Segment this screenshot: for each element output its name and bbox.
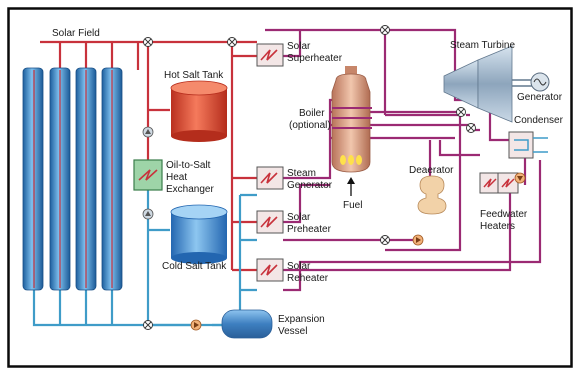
solar-reheater-exchanger bbox=[256, 258, 284, 282]
label-cold-salt-tank: Cold Salt Tank bbox=[162, 261, 227, 272]
pump-icon bbox=[412, 234, 424, 246]
pump-icon bbox=[142, 126, 154, 138]
collector bbox=[49, 67, 71, 291]
steam-turbine bbox=[443, 45, 534, 123]
valve-icon bbox=[143, 37, 153, 47]
outer-border bbox=[7, 7, 573, 368]
label-solar-preheater-1: Solar bbox=[287, 212, 311, 223]
hot-salt-tank bbox=[170, 80, 228, 142]
label-fuel: Fuel bbox=[343, 200, 362, 211]
label-solar-superheater-2: Superheater bbox=[287, 53, 343, 64]
label-oil-to-salt-2: Heat bbox=[166, 172, 187, 183]
deaerator bbox=[417, 175, 447, 215]
collector bbox=[22, 67, 44, 291]
label-generator: Generator bbox=[517, 92, 563, 103]
label-condenser: Condenser bbox=[514, 115, 564, 126]
valve-icon bbox=[380, 25, 390, 35]
oil-to-salt-heat-exchanger bbox=[133, 159, 163, 191]
steam-generator-exchanger bbox=[256, 166, 284, 190]
boiler bbox=[331, 66, 372, 196]
pump-icons bbox=[190, 172, 526, 331]
pump-icon bbox=[190, 319, 202, 331]
valve-icon bbox=[466, 123, 476, 133]
cold-oil-pipes bbox=[32, 190, 257, 327]
label-hot-salt-tank: Hot Salt Tank bbox=[164, 70, 224, 81]
label-solar-superheater-1: Solar bbox=[287, 41, 311, 52]
label-boiler-1: Boiler bbox=[299, 108, 325, 119]
label-oil-to-salt-1: Oil-to-Salt bbox=[166, 160, 211, 171]
pump-icon bbox=[514, 172, 526, 184]
expansion-vessel bbox=[221, 309, 273, 339]
steam-water-pipes bbox=[265, 28, 542, 292]
valve-icon bbox=[456, 107, 466, 117]
condenser bbox=[508, 131, 548, 159]
labels: Solar Field Hot Salt Tank Cold Salt Tank… bbox=[52, 28, 564, 337]
valve-icon bbox=[380, 235, 390, 245]
label-feedwater-1: Feedwater bbox=[480, 209, 528, 220]
cold-salt-tank bbox=[170, 204, 228, 264]
solar-preheater-exchanger bbox=[256, 210, 284, 234]
flame-icon bbox=[340, 155, 362, 165]
label-deaerator: Deaerator bbox=[409, 165, 454, 176]
valve-icons bbox=[143, 25, 476, 330]
valve-icon bbox=[143, 320, 153, 330]
pump-icon bbox=[142, 208, 154, 220]
generator-icon bbox=[530, 72, 550, 92]
label-steam-generator-2: Generator bbox=[287, 180, 333, 191]
valve-icon bbox=[227, 37, 237, 47]
label-solar-field: Solar Field bbox=[52, 28, 100, 39]
solar-collectors bbox=[22, 67, 123, 291]
collector bbox=[75, 67, 97, 291]
label-steam-generator-1: Steam bbox=[287, 168, 316, 179]
label-solar-reheater-1: Solar bbox=[287, 261, 311, 272]
solar-superheater-exchanger bbox=[256, 43, 284, 67]
label-oil-to-salt-3: Exchanger bbox=[166, 184, 214, 195]
label-boiler-2: (optional) bbox=[289, 120, 331, 131]
label-feedwater-2: Heaters bbox=[480, 221, 515, 232]
feedwater-heaters bbox=[479, 172, 519, 194]
label-solar-preheater-2: Preheater bbox=[287, 224, 332, 235]
label-expansion-2: Vessel bbox=[278, 326, 307, 337]
label-expansion-1: Expansion bbox=[278, 314, 325, 325]
label-solar-reheater-2: Reheater bbox=[287, 273, 329, 284]
label-steam-turbine: Steam Turbine bbox=[450, 40, 515, 51]
collector bbox=[101, 67, 123, 291]
